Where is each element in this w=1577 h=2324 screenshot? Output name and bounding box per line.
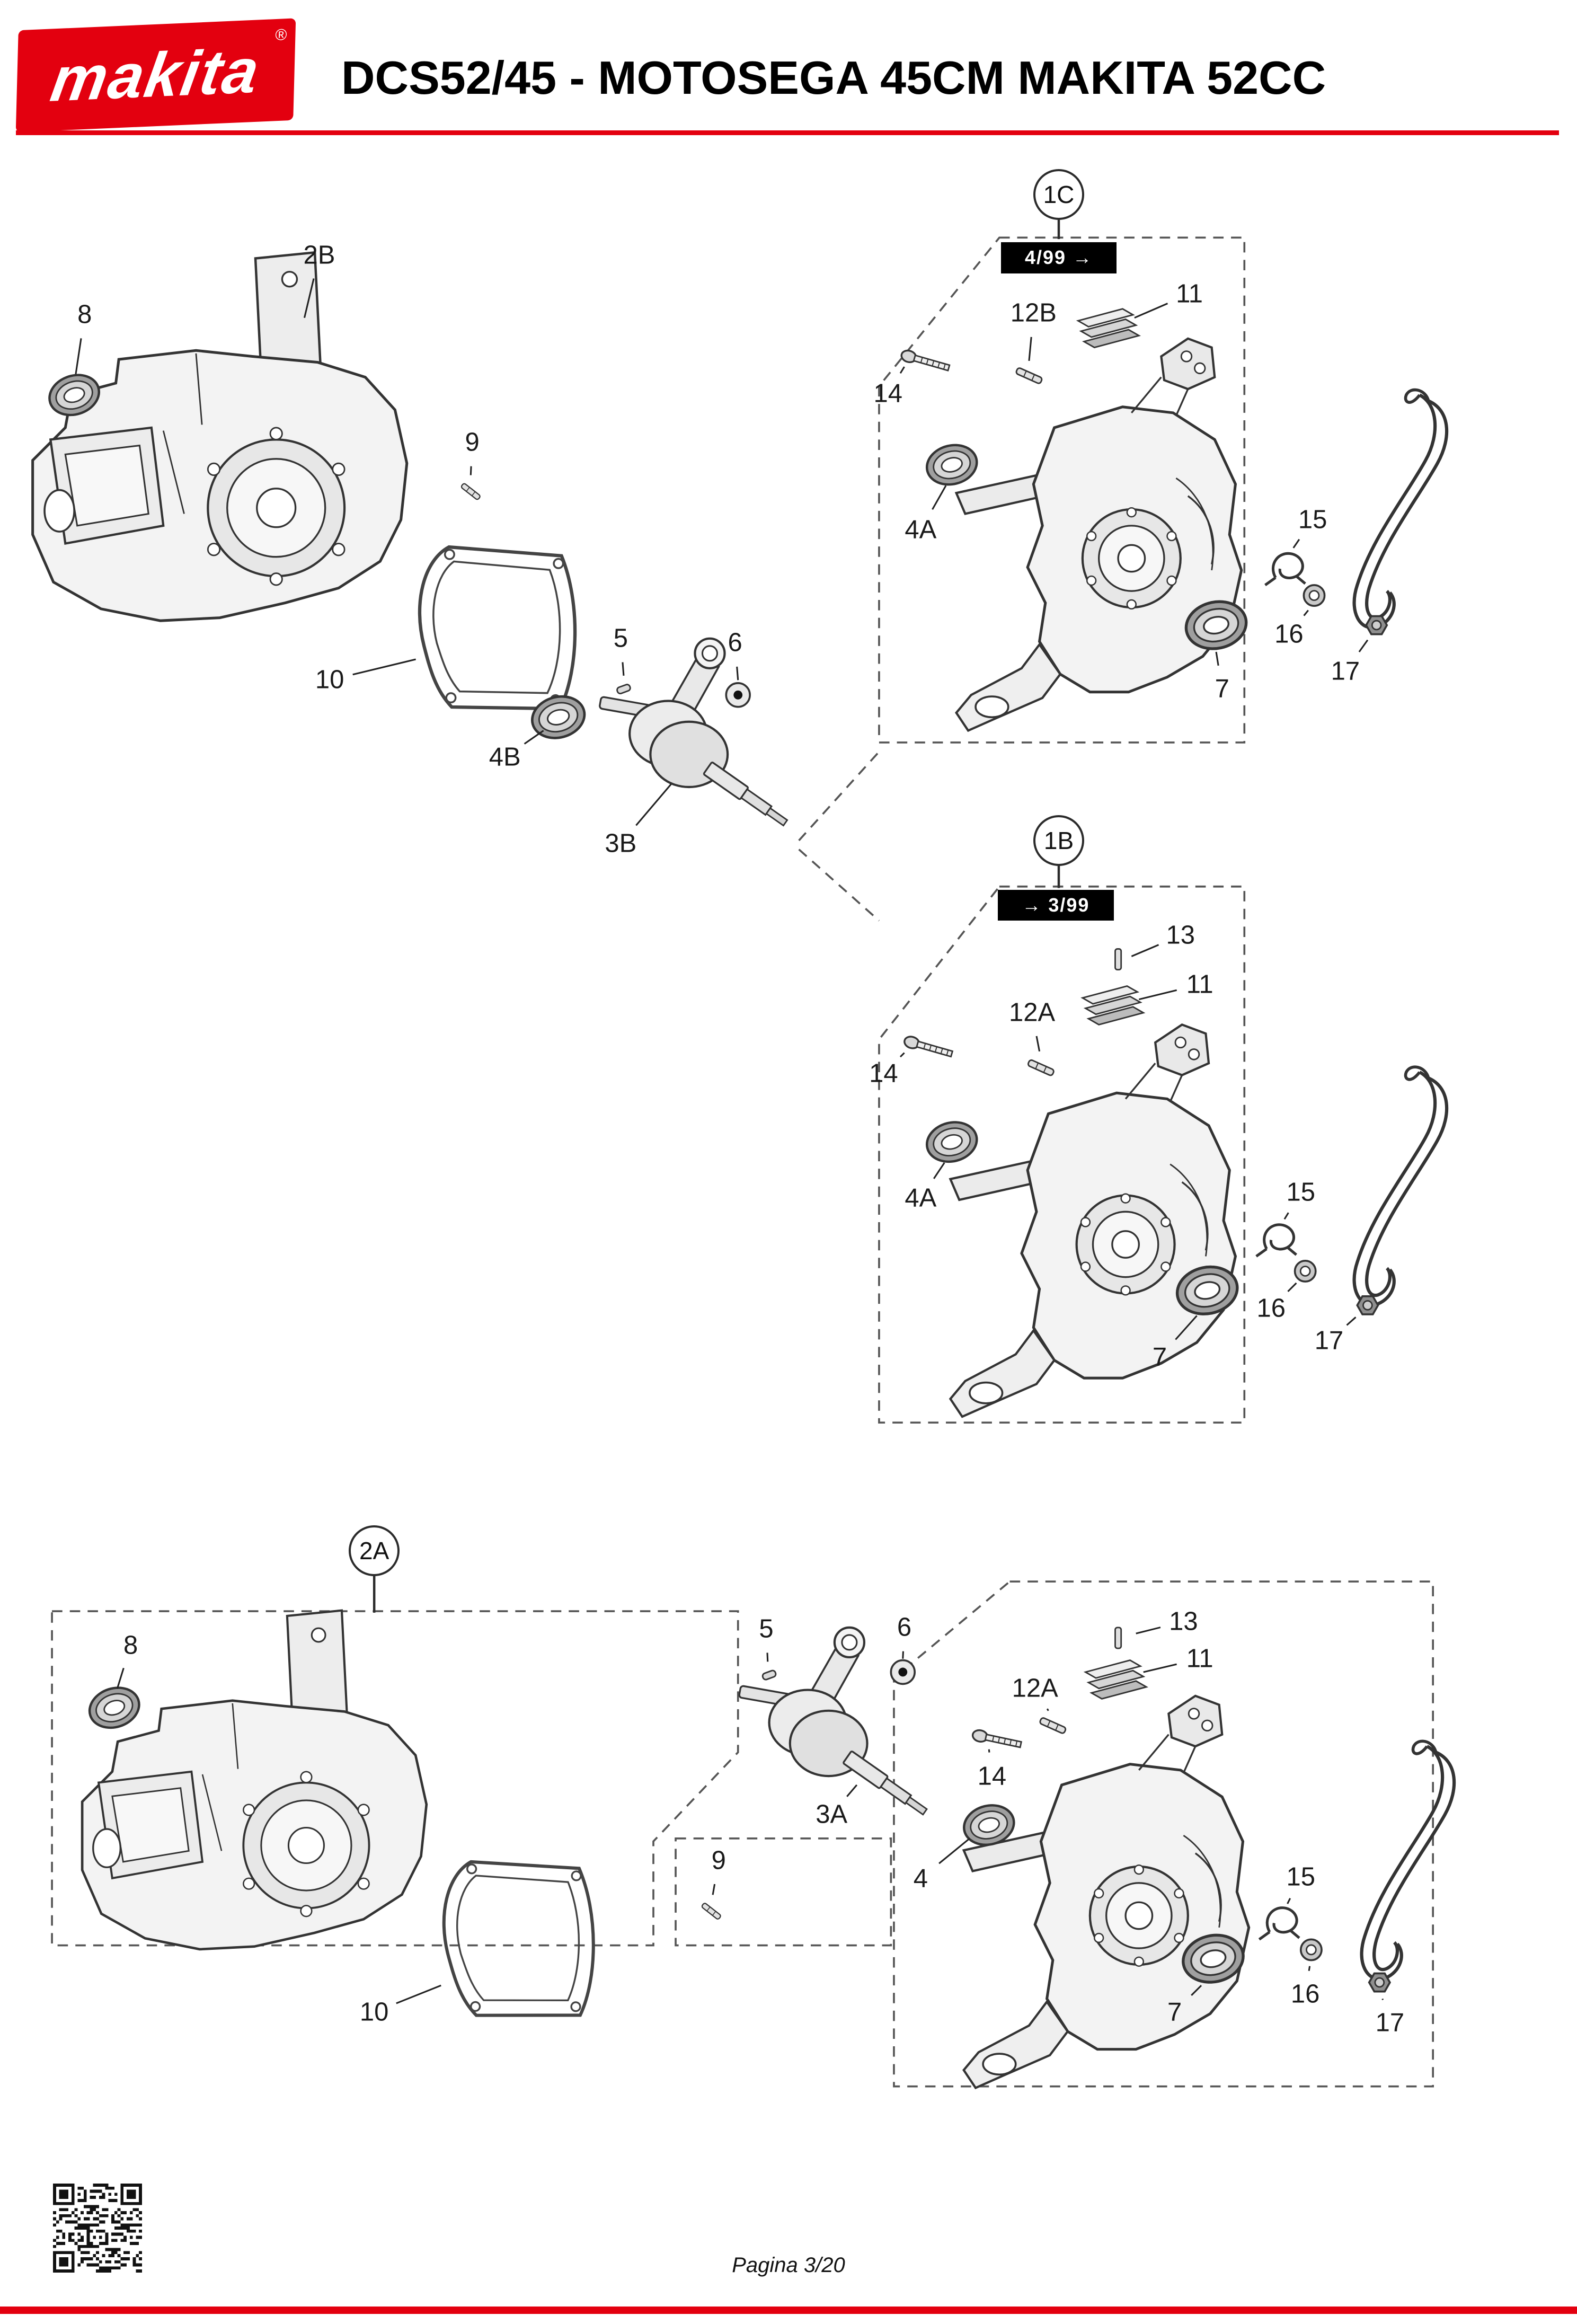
nut-17 xyxy=(1368,1972,1391,1993)
brake-lever-1C xyxy=(1354,390,1447,628)
nut-17 xyxy=(1365,615,1388,635)
pin-12A xyxy=(1026,1058,1056,1077)
woodruff-key-5 xyxy=(761,1669,777,1682)
crankcase-gasket-10 xyxy=(437,1850,602,2028)
revision-badge-1: 4/99 → xyxy=(1000,242,1117,273)
crankcase-half-clutch-side-1B xyxy=(950,1024,1235,1417)
part-callout-7: 7 xyxy=(1152,1342,1167,1372)
connector-dash-up xyxy=(798,747,883,842)
pin-12A xyxy=(1038,1716,1067,1735)
brake-lever-1B xyxy=(1354,1067,1447,1305)
group-box-2A-right xyxy=(893,1580,1434,2088)
part-callout-8: 8 xyxy=(123,1631,138,1660)
oil-seal-8 xyxy=(84,1682,144,1734)
plate-stack-11 xyxy=(1077,308,1140,349)
dowel-pin-9 xyxy=(460,482,482,501)
spring-15 xyxy=(1259,1908,1299,1940)
screw-14 xyxy=(899,348,952,375)
revision-badge-2: → 3/99 xyxy=(998,889,1114,921)
part-callout-5: 5 xyxy=(759,1614,774,1643)
screw-14 xyxy=(970,1728,1023,1751)
crankcase-half-clutch-side-2A xyxy=(964,1696,1249,2088)
part-callout-3A: 3A xyxy=(816,1800,848,1829)
washer-16 xyxy=(1303,584,1326,607)
part-callout-10: 10 xyxy=(315,665,344,694)
part-callout-9: 9 xyxy=(711,1846,726,1875)
washer-6 xyxy=(725,682,751,708)
page-title: DCS52/45 - MOTOSEGA 45CM MAKITA 52CC xyxy=(341,51,1326,104)
part-callout-15: 15 xyxy=(1286,1178,1316,1207)
part-callout-17: 17 xyxy=(1375,2008,1405,2037)
pin-13 xyxy=(1114,948,1122,971)
crankcase-half-flywheel-side-2A xyxy=(82,1611,427,1949)
part-callout-7: 7 xyxy=(1167,1998,1182,2027)
part-callout-11: 11 xyxy=(1186,970,1213,999)
part-callout-11: 11 xyxy=(1176,279,1203,308)
group-marker-1C: 1C xyxy=(1033,169,1084,220)
group-marker-2A: 2A xyxy=(349,1525,400,1576)
connector-dash-down xyxy=(798,849,880,922)
pin-13 xyxy=(1114,1627,1122,1649)
part-callout-12A: 12A xyxy=(1012,1674,1058,1703)
footer-rule xyxy=(0,2307,1577,2314)
dowel-pin-9 xyxy=(701,1902,722,1921)
part-callout-13: 13 xyxy=(1166,921,1195,950)
plate-stack-11 xyxy=(1085,1659,1147,1700)
part-callout-14: 14 xyxy=(977,1762,1007,1790)
part-callout-4A: 4A xyxy=(905,515,937,544)
crankcase-gasket-10 xyxy=(414,537,582,720)
pin-12B xyxy=(1015,366,1043,385)
washer-16 xyxy=(1299,1938,1323,1961)
screw-14 xyxy=(902,1034,954,1061)
page-number: Pagina 3/20 xyxy=(732,2254,845,2277)
part-callout-11: 11 xyxy=(1186,1644,1213,1673)
part-callout-4B: 4B xyxy=(489,743,521,772)
part-callout-16: 16 xyxy=(1290,1980,1320,2009)
callout-leader-lines xyxy=(75,278,1384,2004)
part-callout-5: 5 xyxy=(613,624,628,653)
group-box-1B xyxy=(878,885,1246,1424)
washer-16 xyxy=(1294,1260,1317,1283)
part-callout-9: 9 xyxy=(465,428,480,457)
plate-stack-11 xyxy=(1082,985,1145,1026)
part-callout-3B: 3B xyxy=(605,829,637,858)
qr-code xyxy=(53,2184,142,2273)
header-rule xyxy=(16,130,1559,135)
part-callout-15: 15 xyxy=(1286,1862,1316,1892)
part-callout-14: 14 xyxy=(869,1059,898,1088)
part-callout-7: 7 xyxy=(1215,674,1229,703)
washer-6 xyxy=(890,1659,916,1685)
crankcase-half-clutch-side-1C xyxy=(956,339,1242,731)
part-callout-6: 6 xyxy=(897,1613,912,1642)
part-callout-17: 17 xyxy=(1314,1326,1344,1355)
part-callout-13: 13 xyxy=(1169,1607,1198,1636)
oil-seal-4A xyxy=(923,1117,981,1167)
part-callout-16: 16 xyxy=(1274,620,1304,649)
part-callout-14: 14 xyxy=(873,379,903,408)
part-callout-8: 8 xyxy=(77,300,92,329)
part-callout-12B: 12B xyxy=(1010,298,1057,328)
crankshaft-3B xyxy=(599,639,790,829)
group-marker-1B: 1B xyxy=(1033,815,1084,867)
part-callout-4: 4 xyxy=(913,1864,928,1893)
group-box-2A-pin xyxy=(675,1837,892,1947)
part-callout-16: 16 xyxy=(1256,1294,1286,1323)
part-callout-15: 15 xyxy=(1298,505,1327,534)
oil-seal-4A xyxy=(923,440,981,490)
part-callout-10: 10 xyxy=(359,1998,389,2027)
part-callout-6: 6 xyxy=(728,628,742,657)
spring-15 xyxy=(1256,1225,1297,1257)
part-callout-17: 17 xyxy=(1331,657,1360,686)
group-box-1C xyxy=(878,236,1246,744)
nut-17 xyxy=(1356,1295,1379,1315)
part-callout-12A: 12A xyxy=(1008,998,1056,1027)
group-box-2A-left xyxy=(51,1610,739,1947)
spring-15 xyxy=(1265,553,1306,585)
part-callout-4A: 4A xyxy=(905,1183,937,1213)
brake-lever-2A xyxy=(1362,1741,1455,1979)
part-callout-2B: 2B xyxy=(303,241,335,270)
woodruff-key-5 xyxy=(615,683,632,695)
